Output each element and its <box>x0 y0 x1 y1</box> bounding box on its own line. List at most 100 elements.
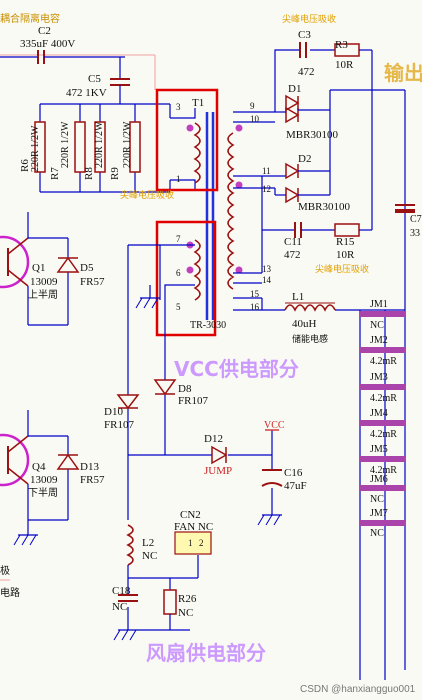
transistor-q4 <box>0 410 69 546</box>
pin-label-3: 3 <box>176 102 181 112</box>
inductor-l1 <box>261 90 415 670</box>
pin-label-6: 6 <box>176 268 181 278</box>
diode-d12 <box>211 445 228 465</box>
label-jm5: JM5 <box>370 444 388 455</box>
label-snubber-3: 尖峰电压吸收 <box>315 263 369 275</box>
label-r8: R8 <box>83 167 95 180</box>
label-snubber-2: 尖峰电压吸收 <box>282 13 336 25</box>
label-q1-desc: 上半周 <box>28 288 58 301</box>
label-d1-part: MBR30100 <box>286 129 338 141</box>
capacitor-c16 <box>261 469 283 487</box>
label-q1: Q1 <box>32 262 45 274</box>
label-l1-value: 40uH <box>292 318 317 330</box>
pin-label-16: 16 <box>250 302 260 312</box>
label-vcc: VCC <box>264 420 285 431</box>
label-jm2-value: 4.2mR <box>370 356 397 367</box>
label-jm1-value: NC <box>370 320 384 331</box>
label-r26: R26 <box>178 593 197 605</box>
diode-d8 <box>153 379 177 396</box>
label-c3: C3 <box>298 29 311 41</box>
diode-d1 <box>274 42 405 230</box>
label-output-title: 输出 <box>384 61 422 85</box>
highlight-box-aux <box>155 220 217 337</box>
watermark: CSDN @hanxiangguo001 <box>300 684 416 695</box>
label-r7: R7 <box>49 167 61 180</box>
label-jm1: JM1 <box>370 299 388 310</box>
label-l2-value: NC <box>142 550 157 562</box>
label-c7-value-fragment: 33 <box>410 228 420 239</box>
label-r7-value: 220R 1/2W <box>60 121 71 168</box>
label-r26-value: NC <box>178 607 193 619</box>
label-t1-part: TR-3030 <box>190 320 226 331</box>
label-jm5-value: 4.2mR <box>370 465 397 476</box>
label-c5: C5 <box>88 73 101 85</box>
pin-label-5: 5 <box>176 302 181 312</box>
label-r8-value: 220R 1/2W <box>94 121 105 168</box>
label-c7-fragment: C7 <box>410 214 422 225</box>
label-d12: D12 <box>204 433 223 445</box>
pin-label-14: 14 <box>262 275 272 285</box>
label-d13-part: FR57 <box>80 474 105 486</box>
label-jm2: JM2 <box>370 335 388 346</box>
label-q4-part: 13009 <box>30 474 58 486</box>
diode-d13 <box>56 453 80 470</box>
label-left-fragment-1: 极 <box>0 564 10 577</box>
pin-label-12: 12 <box>262 184 271 194</box>
jumper-bank <box>359 310 405 680</box>
label-c11-value: 472 <box>284 249 301 261</box>
label-d8-part: FR107 <box>178 395 208 407</box>
pin-label-7: 7 <box>176 234 181 244</box>
capacitor-c2 <box>0 50 125 64</box>
label-c18: C18 <box>112 585 131 597</box>
label-r9: R9 <box>109 167 121 180</box>
label-r3: R3 <box>335 39 348 51</box>
label-c16-value: 47uF <box>284 480 307 492</box>
diode-d10 <box>116 394 140 410</box>
label-c5-value: 472 1KV <box>66 87 107 99</box>
label-d10: D10 <box>104 406 123 418</box>
pin-label-10: 10 <box>250 114 260 124</box>
label-d1: D1 <box>288 83 301 95</box>
label-top-coupling: 耦合隔离电容 <box>0 12 60 25</box>
label-jm6: JM6 <box>370 474 388 485</box>
fan-connector-cn2 <box>174 531 212 555</box>
label-jm7: JM7 <box>370 508 388 519</box>
label-d8: D8 <box>178 383 192 395</box>
label-jm7-value: NC <box>370 528 384 539</box>
label-cn2-part: FAN NC <box>174 521 213 533</box>
label-d13: D13 <box>80 461 99 473</box>
diode-d2 <box>261 110 331 273</box>
vcc-supply-wiring <box>127 244 282 526</box>
snubber-c11-r15 <box>262 222 372 238</box>
label-q1-part: 13009 <box>30 276 58 288</box>
pin-label-13: 13 <box>262 264 272 274</box>
label-t1: T1 <box>192 97 204 109</box>
label-c18-value: NC <box>112 601 127 613</box>
label-d10-part: FR107 <box>104 419 134 431</box>
label-l2: L2 <box>142 537 154 549</box>
label-d12-part: JUMP <box>204 465 232 477</box>
label-r15-value: 10R <box>336 249 355 261</box>
highlight-box-primary <box>155 88 219 192</box>
label-fan-title: 风扇供电部分 <box>146 641 266 665</box>
label-jm3-value: 4.2mR <box>370 393 397 404</box>
label-cn2: CN2 <box>180 509 201 521</box>
pin-label-1: 1 <box>176 174 181 184</box>
label-c11: C11 <box>284 236 302 248</box>
label-c3-value: 472 <box>298 66 315 78</box>
label-l1: L1 <box>292 291 304 303</box>
label-d5: D5 <box>80 262 94 274</box>
label-jm6-value: NC <box>370 494 384 505</box>
pin-label-cn2-1: 1 <box>188 538 193 548</box>
pin-label-cn2-2: 2 <box>199 538 204 548</box>
label-d2-part: MBR30100 <box>298 201 350 213</box>
pin-label-15: 15 <box>250 289 260 299</box>
pin-label-9: 9 <box>250 101 255 111</box>
label-q4: Q4 <box>32 461 46 473</box>
label-r6: R6 <box>19 159 31 172</box>
label-r6-value: 220R 1/2W <box>30 125 41 172</box>
label-c16: C16 <box>284 467 303 479</box>
label-d5-part: FR57 <box>80 276 105 288</box>
